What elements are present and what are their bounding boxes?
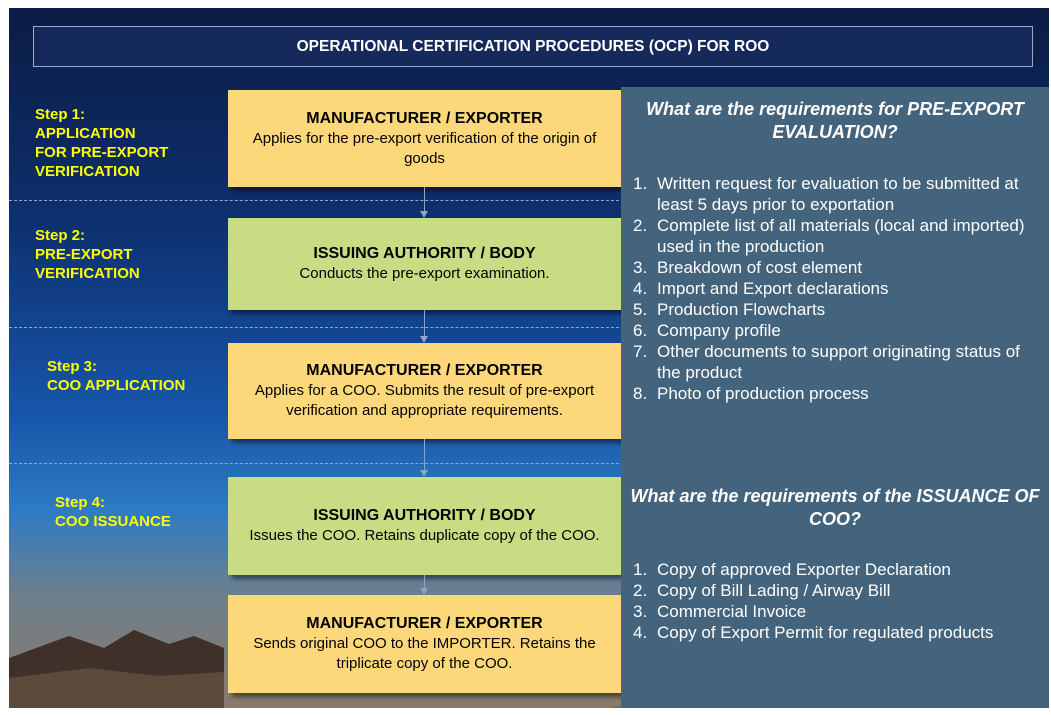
- list-item: 3. Breakdown of cost element: [633, 257, 1045, 278]
- page-title: OPERATIONAL CERTIFICATION PROCEDURES (OC…: [33, 26, 1033, 67]
- box-title: MANUFACTURER / EXPORTER: [306, 362, 543, 379]
- step-divider: [9, 200, 629, 201]
- item-text: Company profile: [657, 321, 781, 340]
- step-divider: [9, 463, 629, 464]
- arrow-down-icon: [420, 588, 428, 595]
- list-item: 2. Complete list of all materials (local …: [633, 215, 1045, 257]
- box-body: Conducts the pre-export examination.: [299, 265, 550, 282]
- list-item: 3. Commercial Invoice: [633, 601, 1045, 622]
- slide: OPERATIONAL CERTIFICATION PROCEDURES (OC…: [9, 8, 1049, 708]
- step-4-label: Step 4: COO ISSUANCE: [55, 494, 171, 530]
- box-body: Applies for a COO. Submits the result of…: [254, 382, 595, 419]
- item-text: Photo of production process: [657, 384, 869, 403]
- list-item: 5. Production Flowcharts: [633, 299, 1045, 320]
- flow-arrow: [424, 439, 425, 470]
- list-item: 7. Other documents to support originating…: [633, 341, 1045, 383]
- pre-export-requirements-list: 1. Written request for evaluation to be s…: [633, 173, 1045, 404]
- item-number: 1.: [633, 174, 648, 193]
- item-text: Production Flowcharts: [657, 300, 826, 319]
- list-item: 2. Copy of Bill Lading / Airway Bill: [633, 580, 1045, 601]
- item-text: Other documents to support originating s…: [657, 342, 1020, 382]
- procedure-flow: Step 1: APPLICATION FOR PRE-EXPORT VERIF…: [9, 87, 629, 707]
- flow-arrow: [424, 310, 425, 336]
- item-text: Commercial Invoice: [657, 602, 807, 621]
- list-item: 4. Copy of Export Permit for regulated pr…: [633, 622, 1045, 643]
- item-number: 4.: [633, 623, 648, 642]
- issuing-authority-box: ISSUING AUTHORITY / BODY Issues the COO.…: [228, 477, 621, 575]
- item-text: Copy of Export Permit for regulated prod…: [657, 623, 994, 642]
- item-number: 4.: [633, 279, 648, 298]
- requirements-panel: What are the requirements for PRE-EXPORT…: [621, 87, 1049, 708]
- flow-arrow: [424, 575, 425, 588]
- step-divider: [9, 327, 629, 328]
- issuance-requirements-list: 1.Copy of approved Exporter Declaration …: [633, 559, 1045, 643]
- item-number: 8.: [633, 384, 648, 403]
- item-number: 2.: [633, 216, 648, 235]
- item-text: Breakdown of cost element: [657, 258, 863, 277]
- item-number: 6.: [633, 321, 648, 340]
- pre-export-heading: What are the requirements for PRE-EXPORT…: [646, 99, 1024, 142]
- list-item: 1. Written request for evaluation to be s…: [633, 173, 1045, 215]
- manufacturer-exporter-box: MANUFACTURER / EXPORTER Applies for the …: [228, 90, 621, 187]
- item-text: Complete list of all materials (local an…: [657, 216, 1025, 256]
- list-item: 8. Photo of production process: [633, 383, 1045, 404]
- item-number: 7.: [633, 342, 648, 361]
- manufacturer-exporter-box: MANUFACTURER / EXPORTER Sends original C…: [228, 595, 621, 693]
- list-item: 4. Import and Export declarations: [633, 278, 1045, 299]
- arrow-down-icon: [420, 211, 428, 218]
- issuance-heading: What are the requirements of the ISSUANC…: [630, 486, 1040, 529]
- step-1-label: Step 1: APPLICATION FOR PRE-EXPORT VERIF…: [35, 106, 169, 180]
- manufacturer-exporter-box: MANUFACTURER / EXPORTER Applies for a CO…: [228, 343, 621, 439]
- item-text: Copy of Bill Lading / Airway Bill: [657, 581, 891, 600]
- step-2-label: Step 2: PRE-EXPORT VERIFICATION: [35, 227, 140, 282]
- item-number: 2.: [633, 581, 648, 600]
- item-text: Written request for evaluation to be sub…: [657, 174, 1019, 214]
- item-number: 1.: [633, 560, 648, 579]
- list-item: 1. Copy of approved Exporter Declaration: [633, 559, 1045, 580]
- item-text: Import and Export declarations: [657, 279, 889, 298]
- item-number: 3.: [633, 258, 648, 277]
- step-3-label: Step 3: COO APPLICATION: [47, 358, 186, 394]
- box-title: MANUFACTURER / EXPORTER: [306, 615, 543, 632]
- box-body: Applies for the pre-export verification …: [252, 129, 597, 167]
- item-text: Copy of approved Exporter Declaration: [657, 560, 951, 579]
- list-item: 6. Company profile: [633, 320, 1045, 341]
- item-number: 5.: [633, 300, 648, 319]
- arrow-down-icon: [420, 470, 428, 477]
- issuing-authority-box: ISSUING AUTHORITY / BODY Conducts the pr…: [228, 218, 621, 310]
- box-body: Issues the COO. Retains duplicate copy o…: [249, 527, 600, 544]
- arrow-down-icon: [420, 336, 428, 343]
- box-title: MANUFACTURER / EXPORTER: [306, 109, 543, 127]
- box-body: Sends original COO to the IMPORTER. Reta…: [253, 635, 596, 672]
- flow-arrow: [424, 187, 425, 211]
- item-number: 3.: [633, 602, 648, 621]
- box-title: ISSUING AUTHORITY / BODY: [313, 507, 536, 524]
- box-title: ISSUING AUTHORITY / BODY: [313, 245, 536, 262]
